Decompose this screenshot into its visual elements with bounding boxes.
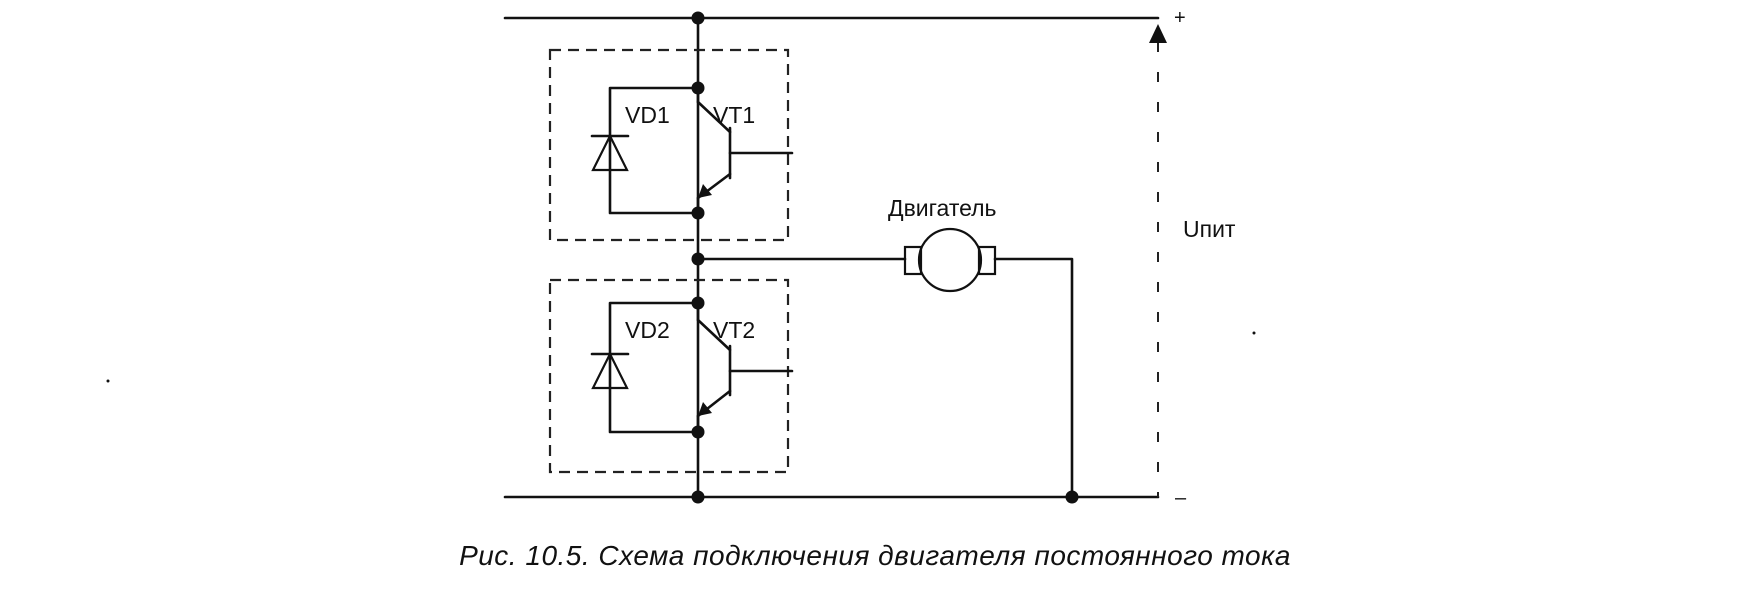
vt1-label: VT1 [713,102,755,128]
upper-collector-node [691,81,705,95]
vt1-transistor-symbol [696,86,794,215]
top-rail-node [691,11,705,25]
lower-module-frame [548,278,790,474]
vt2-label: VT2 [713,317,755,343]
vd2-label: VD2 [625,317,670,343]
lower-collector-node [691,296,705,310]
motor-return-wire [993,257,1074,499]
motor-return-node [1065,490,1079,504]
lower-emitter-node [691,425,705,439]
motor-symbol [903,227,997,293]
motor-label: Двигатель [888,195,997,221]
figure-caption: Рис. 10.5. Схема подключения двигателя п… [459,540,1291,571]
vd1-loop-wire [608,86,700,215]
upper-switch-module: VD1 VT1 [548,48,794,242]
vd2-diode-symbol [590,351,630,390]
lower-switch-module: VD2 VT2 [548,278,794,474]
upper-module-frame [548,48,790,242]
scan-speck [106,379,110,383]
minus-sign: – [1175,487,1187,509]
supply-voltage-label: Uпит [1183,216,1236,242]
supply-voltage-indicator [1149,24,1167,497]
plus-sign: + [1174,7,1186,29]
vd1-diode-symbol [590,133,630,172]
vd1-label: VD1 [625,102,670,128]
scan-speck [1252,331,1256,335]
bottom-rail-node [691,490,705,504]
upper-emitter-node [691,206,705,220]
vd2-loop-wire [608,301,700,434]
